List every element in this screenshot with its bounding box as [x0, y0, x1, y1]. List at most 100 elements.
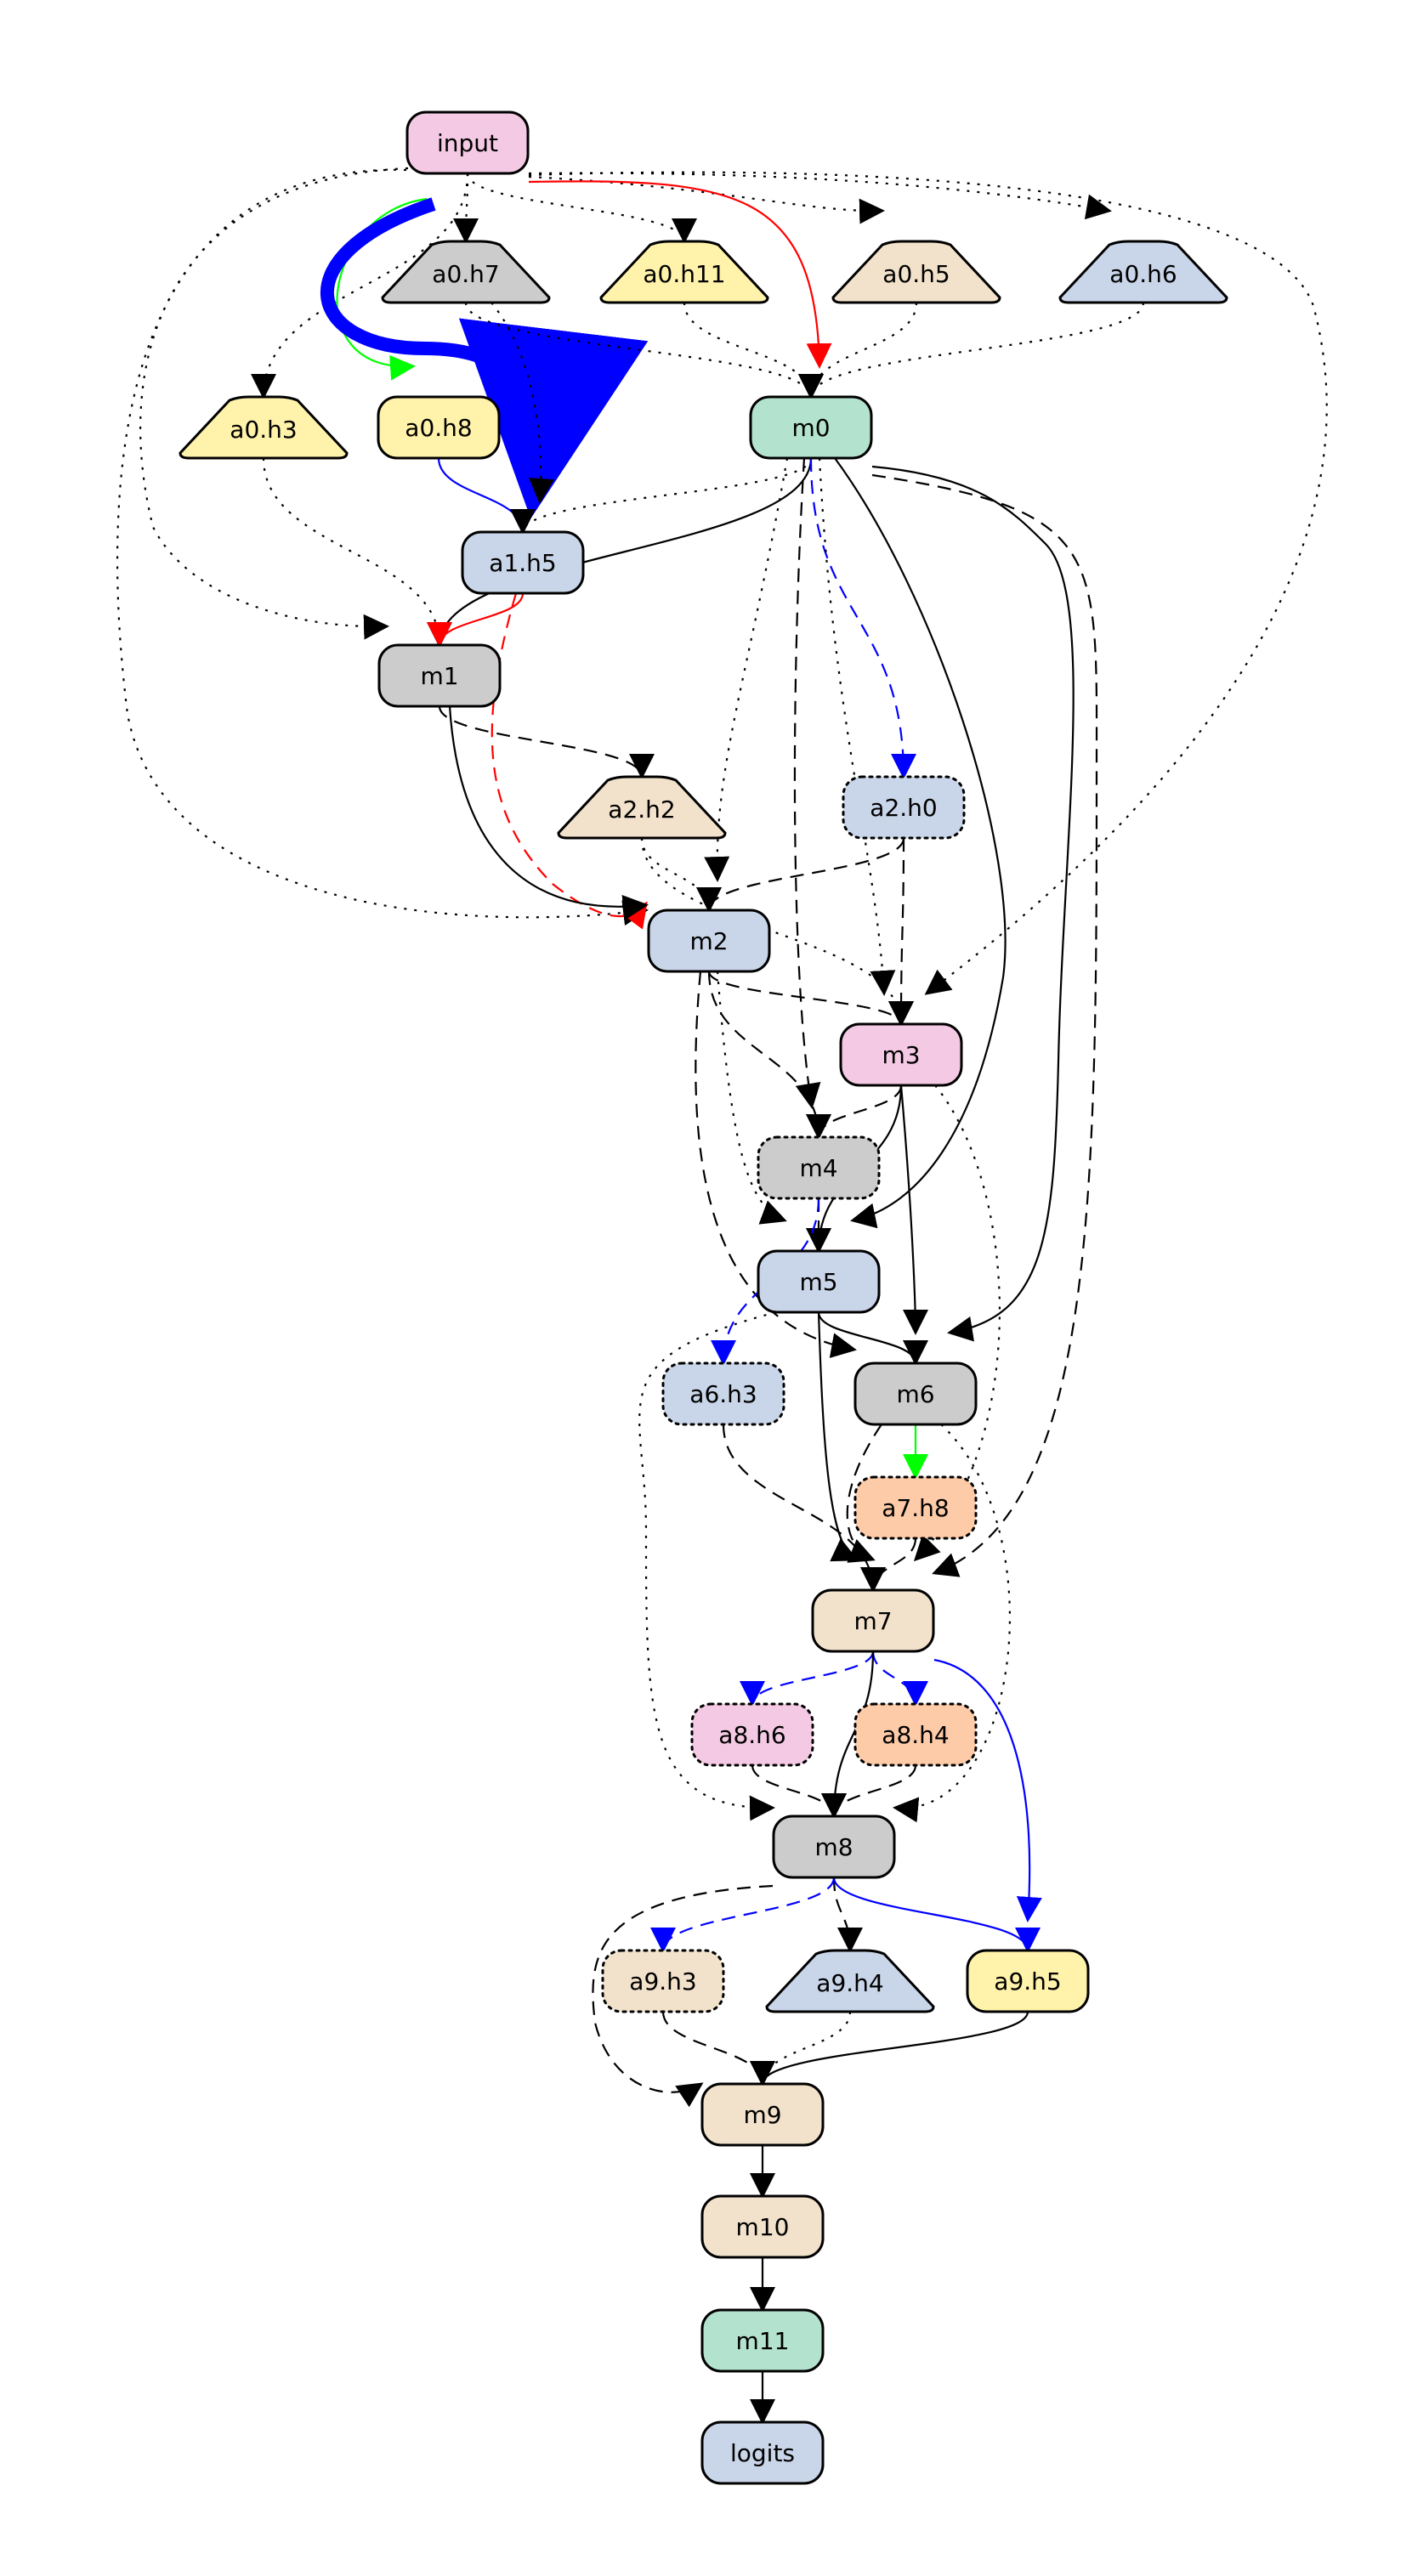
edge-m8-to-a9-h4	[832, 1877, 863, 1953]
node-shape	[405, 110, 530, 175]
edge-m0-to-m3	[818, 457, 896, 996]
node-m9[interactable]: m9	[700, 2082, 825, 2147]
node-label: m4	[799, 1154, 837, 1182]
node-label: m0	[791, 414, 830, 442]
node-label: a2.h2	[608, 795, 675, 824]
node-a0-h11[interactable]: a0.h11	[599, 240, 769, 304]
edge-m0-to-m5	[834, 457, 1007, 1229]
edge-a2-h2-to-m2	[640, 837, 722, 913]
edge-a0-h7-to-a1-h5	[491, 302, 554, 504]
edge-m2-to-m5	[716, 971, 787, 1225]
node-a0-h7[interactable]: a0.h7	[381, 240, 551, 304]
node-m7[interactable]: m7	[811, 1588, 935, 1653]
edge-m0-to-m7	[871, 473, 1098, 1577]
node-label: a9.h3	[629, 1967, 696, 1996]
edge-m5-to-m7	[817, 1311, 859, 1562]
node-shape	[601, 1949, 725, 2013]
node-a7-h8[interactable]: a7.h8	[853, 1475, 978, 1540]
node-m4[interactable]: m4	[757, 1135, 881, 1200]
node-a0-h8[interactable]: a0.h8	[377, 395, 501, 460]
edge-a0-h5-to-m0	[798, 302, 918, 399]
node-shape	[749, 395, 873, 460]
node-a6-h3[interactable]: a6.h3	[661, 1362, 785, 1426]
edge-m5-to-m6	[817, 1311, 928, 1366]
edge-input-to-a0-h6	[528, 172, 1112, 220]
node-shape	[461, 530, 585, 595]
node-shape	[377, 395, 501, 460]
node-m0[interactable]: m0	[749, 395, 873, 460]
node-m10[interactable]: m10	[700, 2194, 825, 2259]
node-shape	[839, 1022, 963, 1087]
node-a0-h6[interactable]: a0.h6	[1058, 240, 1228, 304]
node-label: m10	[736, 2213, 790, 2241]
node-label: a2.h0	[870, 794, 937, 822]
node-label: m3	[882, 1041, 920, 1069]
edge-input-to-m2	[116, 168, 649, 926]
node-a2-h0[interactable]: a2.h0	[842, 775, 966, 840]
edge-a9-h3-to-m9	[661, 2011, 775, 2086]
node-a0-h5[interactable]: a0.h5	[831, 240, 1001, 304]
node-shape	[853, 1362, 978, 1426]
node-a0-h3[interactable]: a0.h3	[179, 395, 349, 460]
node-label: a1.h5	[489, 549, 556, 577]
node-m5[interactable]: m5	[757, 1249, 881, 1314]
node-label: a6.h3	[689, 1380, 757, 1408]
node-a9-h5[interactable]: a9.h5	[966, 1949, 1090, 2013]
edge-m0-to-a2-h0	[809, 457, 916, 779]
edge-input-to-m0	[528, 180, 832, 369]
edge-m0-to-m4	[793, 457, 821, 1109]
node-label: a9.h5	[994, 1967, 1061, 1996]
edge-m2-to-m3	[707, 971, 914, 1027]
node-m11[interactable]: m11	[700, 2308, 825, 2373]
node-a2-h2[interactable]: a2.h2	[557, 775, 727, 840]
node-label: m1	[420, 662, 458, 690]
node-label: a0.h5	[882, 260, 950, 288]
node-shape	[381, 240, 551, 304]
node-m2[interactable]: m2	[647, 909, 771, 973]
node-shape	[842, 775, 966, 840]
node-label: a7.h8	[882, 1494, 949, 1522]
node-shape	[757, 1135, 881, 1200]
node-a1-h5[interactable]: a1.h5	[461, 530, 585, 595]
node-shape	[690, 1702, 814, 1767]
edge-a1-h5-to-m1	[427, 592, 525, 648]
node-logits[interactable]: logits	[700, 2420, 825, 2485]
node-label: m7	[853, 1607, 892, 1635]
node-m6[interactable]: m6	[853, 1362, 978, 1426]
edge-a9-h5-to-m9	[750, 2011, 1029, 2086]
node-label: m9	[743, 2101, 781, 2129]
nodes-layer: input a0.h7 a0.h11 a0.h5 a0.h6 a0.h3 a0.h8 m0 a1…	[179, 110, 1228, 2485]
edge-m1-to-a2-h2	[438, 705, 655, 779]
edge-a6-h3-to-m7	[722, 1424, 886, 1593]
edges-layer	[116, 167, 1328, 2425]
node-m8[interactable]: m8	[772, 1815, 896, 1879]
node-label: m8	[814, 1833, 853, 1861]
node-shape	[700, 2308, 825, 2373]
node-shape	[831, 240, 1001, 304]
node-label: a8.h4	[882, 1721, 949, 1749]
node-m3[interactable]: m3	[839, 1022, 963, 1087]
node-input[interactable]: input	[405, 110, 530, 175]
edge-m3-to-m7	[913, 1084, 1001, 1562]
edge-m3-to-m6	[899, 1084, 928, 1335]
node-a8-h6[interactable]: a8.h6	[690, 1702, 814, 1767]
node-a9-h3[interactable]: a9.h3	[601, 1949, 725, 2013]
node-a9-h4[interactable]: a9.h4	[765, 1949, 935, 2013]
node-shape	[772, 1815, 896, 1879]
node-m1[interactable]: m1	[377, 643, 502, 708]
node-label: a0.h11	[643, 260, 725, 288]
node-label: input	[437, 129, 498, 157]
edge-m0-to-m6	[871, 465, 1075, 1342]
edge-a7-h8-to-m7	[860, 1537, 917, 1593]
edge-a8-h4-to-m8	[821, 1764, 917, 1819]
node-label: a9.h4	[816, 1969, 883, 1997]
node-shape	[557, 775, 727, 840]
edge-a0-h3-to-m1	[262, 457, 452, 648]
edge-m6-to-m7	[846, 1424, 882, 1563]
edge-m0-to-m1	[427, 457, 813, 648]
edge-m7-to-a8-h4	[871, 1650, 928, 1707]
edge-m7-to-a9-h5	[933, 1658, 1042, 1922]
node-shape	[179, 395, 349, 460]
node-a8-h4[interactable]: a8.h4	[853, 1702, 978, 1767]
